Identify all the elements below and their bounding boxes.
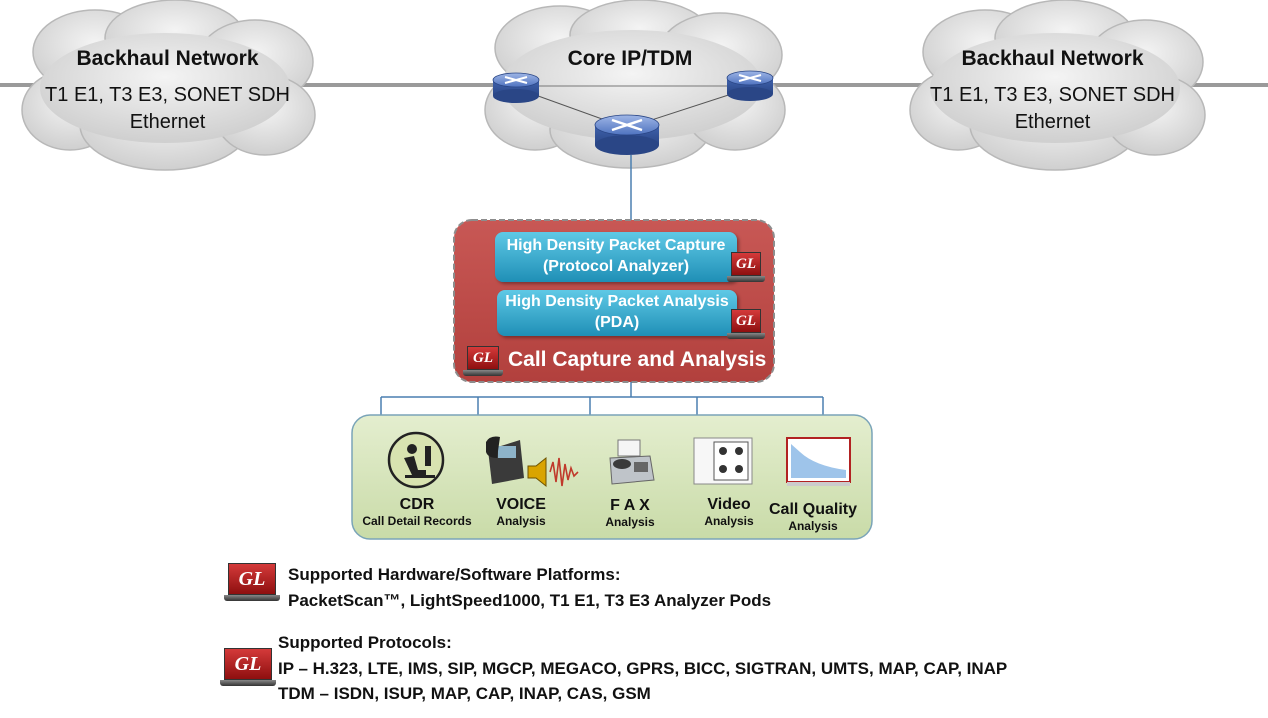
gl-logo-icon: GL: [463, 346, 503, 376]
protocols-info: Supported Protocols: IP – H.323, LTE, IM…: [278, 630, 1007, 707]
gl-logo-icon: GL: [727, 309, 765, 339]
packet-analysis-line2: (PDA): [594, 313, 640, 331]
gl-logo-icon: GL: [224, 563, 280, 601]
tool-cdr-sub: Call Detail Records: [362, 514, 472, 528]
packet-capture-line1: High Density Packet Capture: [506, 237, 726, 254]
tool-video-sub: Analysis: [704, 514, 754, 528]
tool-cdr-title: CDR: [399, 496, 435, 513]
capture-box-title: Call Capture and Analysis: [508, 348, 767, 371]
video-people-icon: [693, 437, 753, 485]
platforms-list: PacketScan™, LightSpeed1000, T1 E1, T3 E…: [288, 590, 772, 610]
cdr-user-icon: [387, 431, 445, 489]
cloud-left-label: Backhaul Network T1 E1, T3 E3, SONET SDH…: [30, 47, 305, 134]
cloud-right-line1: T1 E1, T3 E3, SONET SDH: [930, 84, 1175, 107]
cloud-left-line2: Ethernet: [129, 111, 206, 134]
tools-connector: [380, 382, 824, 415]
router-center-icon: [594, 114, 660, 155]
cloud-right-title: Backhaul Network: [961, 47, 1144, 70]
tool-quality-sub: Analysis: [788, 519, 838, 533]
cloud-left-title: Backhaul Network: [76, 47, 259, 70]
router-left-icon: [492, 72, 540, 103]
protocols-tdm: TDM – ISDN, ISUP, MAP, CAP, INAP, CAS, G…: [278, 684, 651, 703]
packet-analysis-line1: High Density Packet Analysis: [505, 293, 729, 310]
cloud-center-title: Core IP/TDM: [567, 47, 693, 70]
tool-voice-sub: Analysis: [496, 514, 546, 528]
tool-voice-title: VOICE: [496, 496, 546, 513]
cloud-left: [21, 0, 316, 171]
packet-analysis-module: High Density Packet Analysis (PDA): [497, 290, 737, 336]
cloud-right-label: Backhaul Network T1 E1, T3 E3, SONET SDH…: [915, 47, 1190, 134]
tool-cdr-label: CDR Call Detail Records: [355, 496, 479, 528]
tool-voice-label: VOICE Analysis: [478, 496, 564, 528]
tool-fax-label: F A X Analysis: [590, 497, 670, 529]
gl-logo-text: GL: [467, 346, 499, 370]
protocols-ip: IP – H.323, LTE, IMS, SIP, MGCP, MEGACO,…: [278, 658, 1008, 678]
cloud-right: [909, 0, 1206, 171]
gl-logo-text: GL: [228, 563, 276, 595]
router-right-icon: [726, 70, 774, 101]
gl-logo-text: GL: [731, 309, 761, 333]
cloud-left-line1: T1 E1, T3 E3, SONET SDH: [45, 84, 290, 107]
gl-logo-icon: GL: [727, 252, 765, 282]
tool-video-label: Video Analysis: [690, 496, 768, 528]
quality-chart-icon: [786, 437, 851, 486]
gl-logo-icon: GL: [220, 648, 276, 686]
phone-speaker-icon: [486, 436, 579, 488]
tool-quality-label: Call Quality Analysis: [762, 501, 864, 533]
packet-capture-line2: (Protocol Analyzer): [542, 257, 690, 275]
cloud-right-line2: Ethernet: [1014, 111, 1091, 134]
tool-video-title: Video: [707, 496, 751, 513]
gl-logo-text: GL: [224, 648, 272, 680]
tool-fax-title: F A X: [610, 497, 650, 514]
tool-fax-sub: Analysis: [605, 515, 655, 529]
fax-machine-icon: [609, 439, 655, 485]
packet-capture-module: High Density Packet Capture (Protocol An…: [495, 232, 737, 282]
tool-quality-title: Call Quality: [768, 501, 858, 518]
protocols-heading: Supported Protocols:: [278, 633, 452, 652]
platforms-heading: Supported Hardware/Software Platforms:: [288, 565, 621, 584]
gl-logo-text: GL: [731, 252, 761, 276]
platforms-info: Supported Hardware/Software Platforms: P…: [288, 562, 771, 613]
